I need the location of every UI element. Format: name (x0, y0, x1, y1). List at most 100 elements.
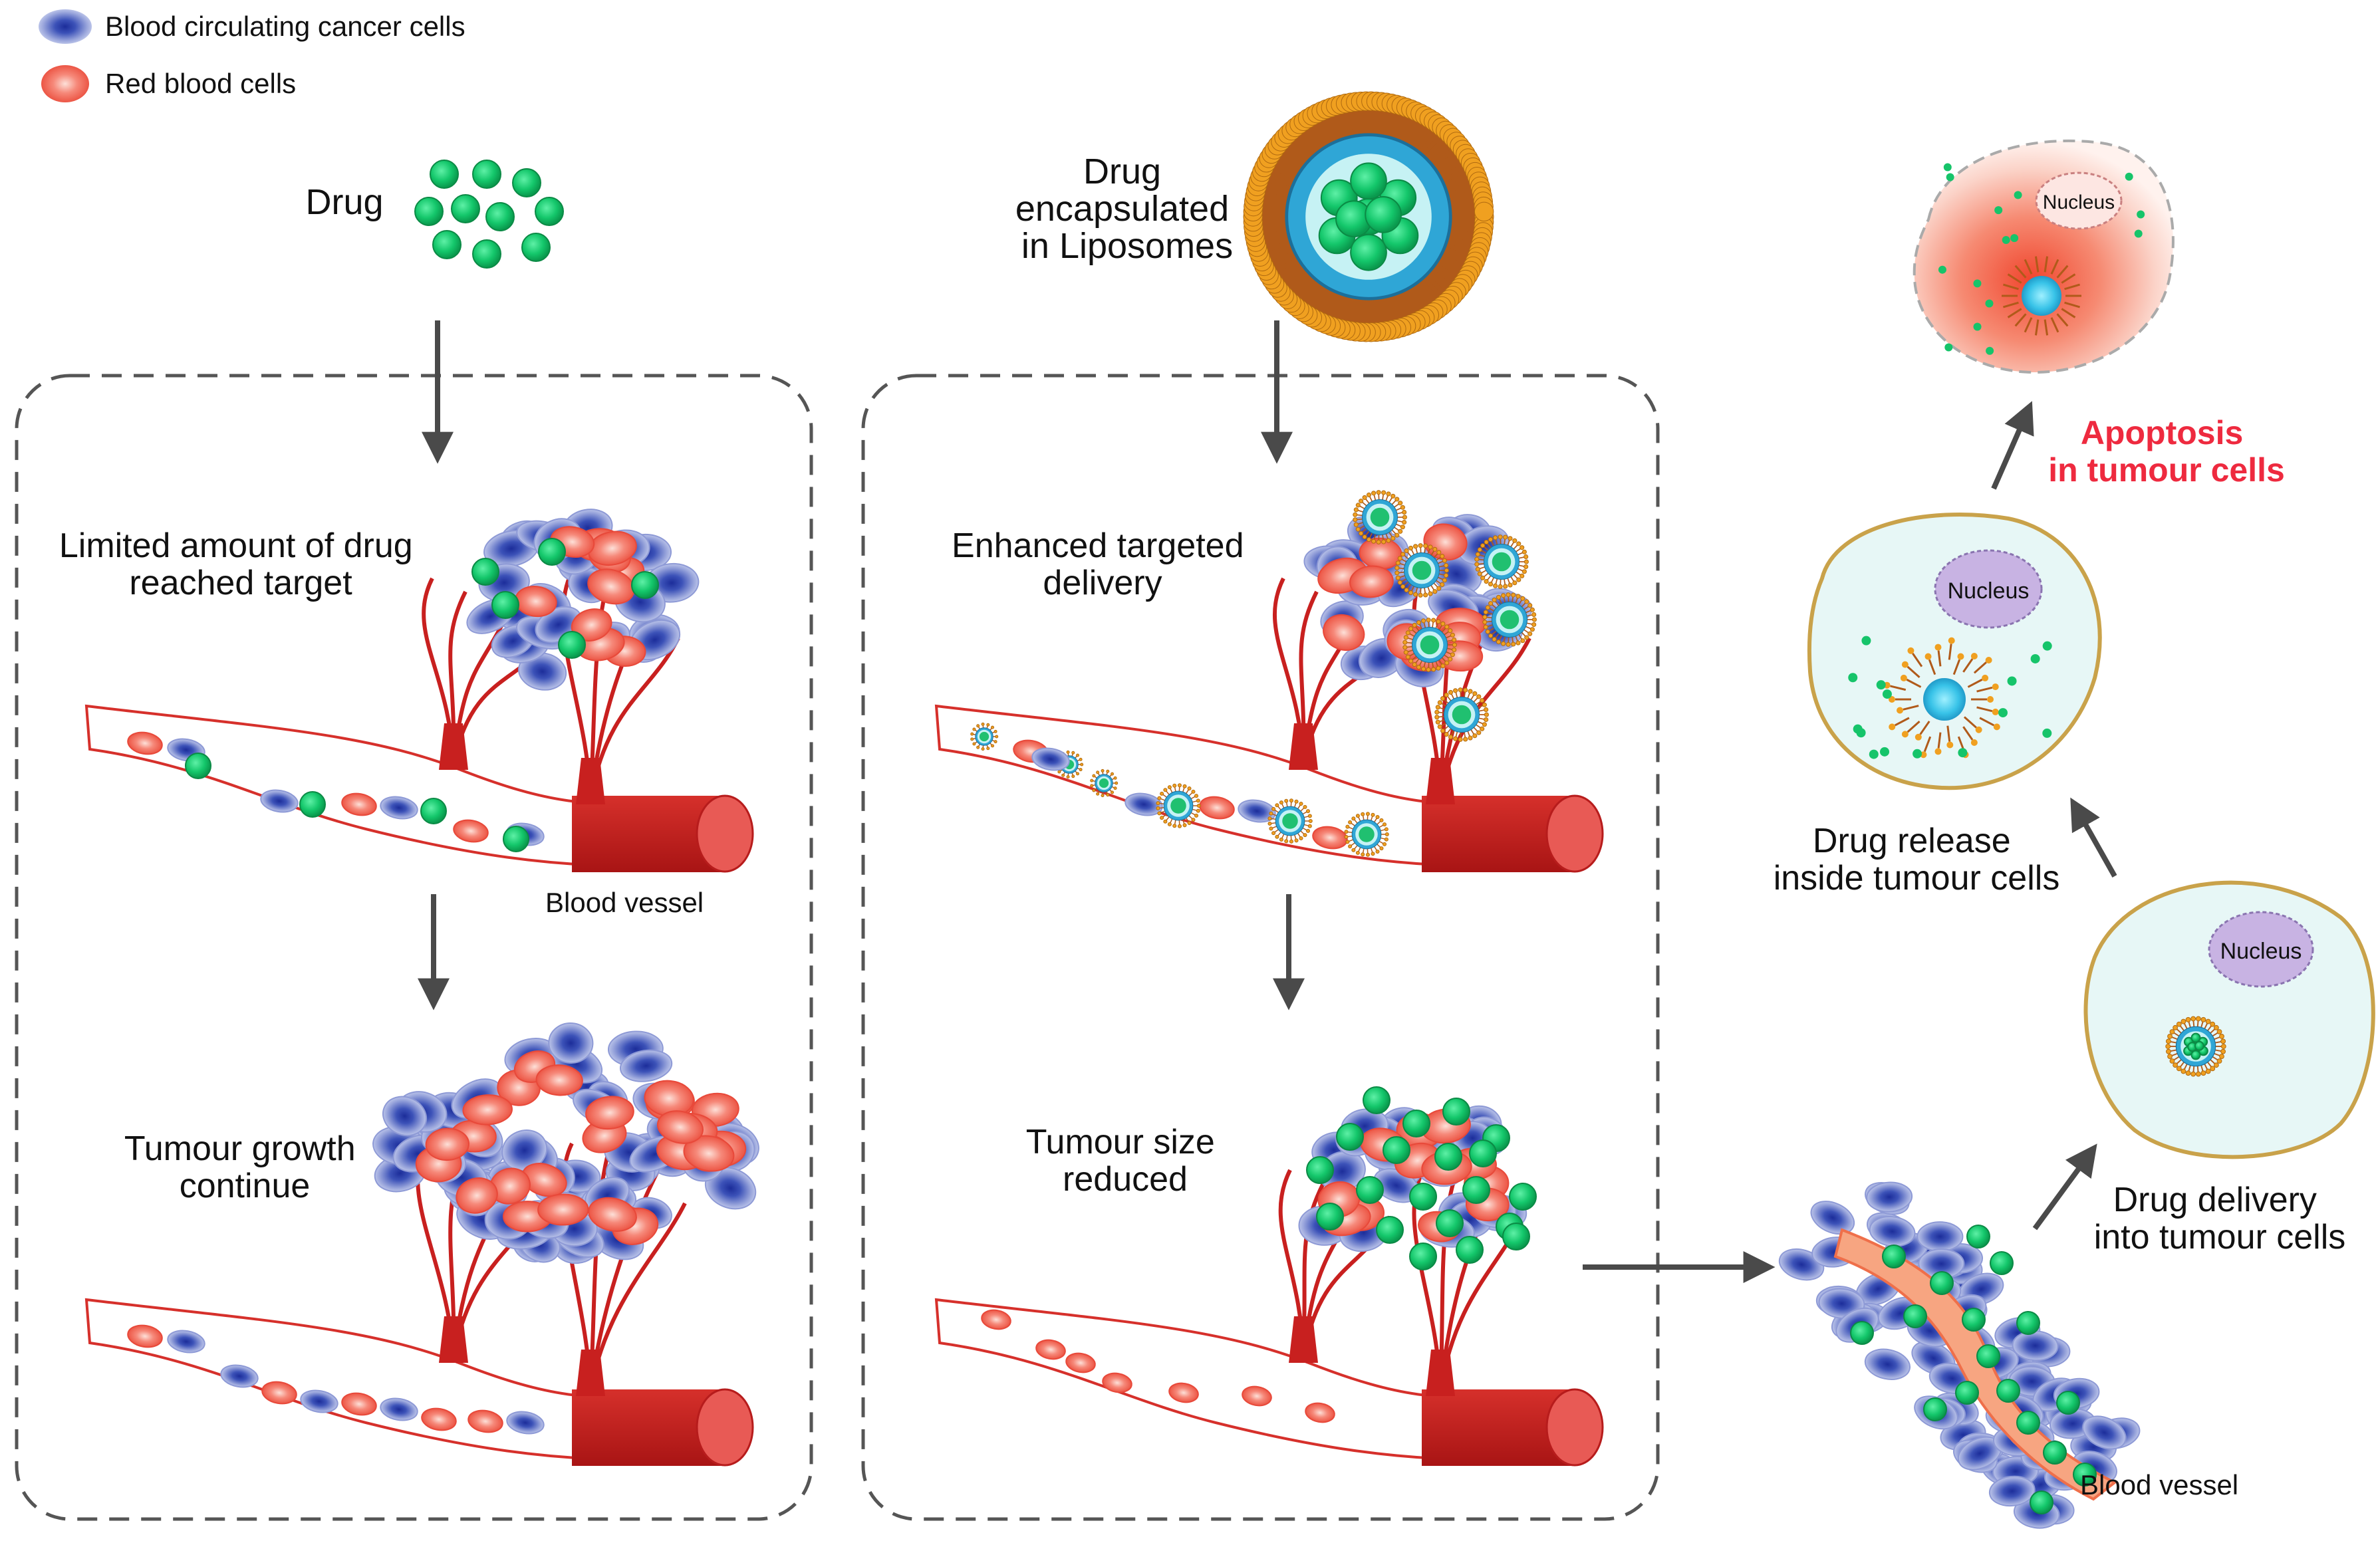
drug-particle (414, 197, 444, 226)
lipid-tail (1399, 114, 1416, 144)
lipid-fragment (1890, 685, 1907, 691)
lipid-head-fragment (1992, 708, 1999, 715)
lipid-tail (1258, 209, 1287, 216)
lipid-head (1194, 794, 1199, 798)
lipid-head-fragment (1889, 696, 1895, 703)
lipid-fragment (2014, 313, 2027, 327)
lipid-tail (1293, 276, 1316, 301)
lipid-tail (1274, 259, 1301, 279)
lipid-head (1307, 824, 1312, 828)
lipid-tail (1412, 283, 1433, 310)
lipid-head (1496, 594, 1502, 600)
released-drug (1973, 279, 1982, 288)
red-blood-cell (425, 1127, 469, 1161)
lipid-head (1385, 832, 1389, 837)
lipid-head (1501, 593, 1506, 598)
lipid-tail (1440, 253, 1468, 271)
drug-particle (185, 753, 211, 779)
lipid-fragment (1894, 717, 1910, 727)
lipid-head (1386, 538, 1391, 543)
lipid-head (1521, 569, 1527, 574)
lipid-head (1379, 846, 1384, 851)
lipid-fragment (2064, 301, 2080, 308)
lipid-head (1527, 631, 1533, 636)
lipid-tail (1424, 273, 1448, 298)
lipid-head (1386, 491, 1391, 497)
lipid-tail (1339, 295, 1352, 324)
cancer-cell (2082, 1415, 2127, 1450)
lipid-head (1305, 828, 1311, 833)
lipid-head (1394, 565, 1400, 570)
drug-particle (2190, 1050, 2201, 1060)
drug-particle (2016, 1411, 2040, 1435)
lipid-head (1353, 517, 1358, 523)
lipid-head (1361, 852, 1365, 857)
lipid-tail (1434, 262, 1460, 283)
drug-particle (1469, 1139, 1497, 1167)
lipid-fragment (2050, 317, 2059, 333)
lipid-head (1435, 719, 1440, 725)
lipid-head (1271, 831, 1276, 836)
liposome (2165, 1016, 2226, 1077)
lipid-head (1452, 637, 1457, 643)
drug-particle (1316, 1203, 1344, 1231)
lipid-head (1351, 816, 1356, 821)
lipid-head (1523, 564, 1529, 570)
lipid-head (1413, 592, 1418, 597)
lipid-head (1506, 592, 1511, 598)
vessel-branch-trunk (1426, 758, 1455, 804)
lipid-head (1303, 833, 1307, 838)
liposome-scenario-line-1: Enhanced targeted (952, 527, 1244, 565)
lipid-tail (1444, 176, 1473, 191)
lipid-head (1359, 499, 1364, 504)
lipid-tail (1431, 265, 1458, 287)
lipid-fragment (2034, 319, 2040, 336)
liposome (1090, 769, 1119, 798)
liposome-drug-core (1370, 507, 1390, 527)
lipid-head (1440, 582, 1445, 587)
lipid-head (1362, 495, 1367, 500)
lipid-head (1307, 814, 1312, 818)
drug-particle (451, 194, 480, 223)
lipid-fragment (1962, 658, 1974, 673)
lipid-fragment (1946, 725, 1951, 742)
lipid-head (1294, 799, 1299, 804)
lipid-tail (1363, 298, 1370, 327)
lipid-head (1402, 645, 1408, 650)
lipid-fragment (1963, 716, 1977, 729)
lipid-head (1071, 751, 1075, 755)
lipid-head (1516, 541, 1521, 546)
lipid-head (1376, 539, 1381, 544)
red-blood-cell (683, 1135, 735, 1172)
lipid-tail (1293, 132, 1316, 158)
drug-particle (1336, 1123, 1364, 1151)
lipid-head (1397, 556, 1402, 561)
lipid-head (1269, 826, 1273, 831)
lipid-head (1398, 501, 1403, 506)
liposome-drug-core (1099, 778, 1109, 788)
vessel-branch-trunk (439, 1316, 468, 1363)
cancer-cell (548, 1022, 594, 1064)
lipid-tail (1308, 121, 1328, 149)
lipid-tail (1412, 124, 1433, 151)
red-blood-cell (1242, 1385, 1272, 1407)
lipid-head (1453, 688, 1458, 693)
lipid-head (1400, 584, 1406, 589)
lipid-head (1413, 544, 1418, 549)
lipid-tail (1402, 116, 1420, 145)
lipid-tail (1300, 281, 1322, 307)
lipid-head-fragment (1897, 707, 1904, 714)
lipid-fragment (2007, 273, 2022, 284)
released-drug (2014, 191, 2022, 199)
drug-particle (1383, 1136, 1410, 1164)
drug-particle (1409, 1243, 1437, 1270)
lipid-head (1400, 525, 1405, 530)
lipid-head (1408, 590, 1414, 596)
lipid-tail (1262, 239, 1291, 253)
lipid-head (1516, 640, 1521, 646)
cancer-cell (167, 1330, 205, 1354)
cancer-cell (300, 1389, 338, 1413)
lipid-head (1348, 820, 1353, 824)
lipid-head (1480, 698, 1485, 703)
lipid-head (1408, 626, 1414, 632)
